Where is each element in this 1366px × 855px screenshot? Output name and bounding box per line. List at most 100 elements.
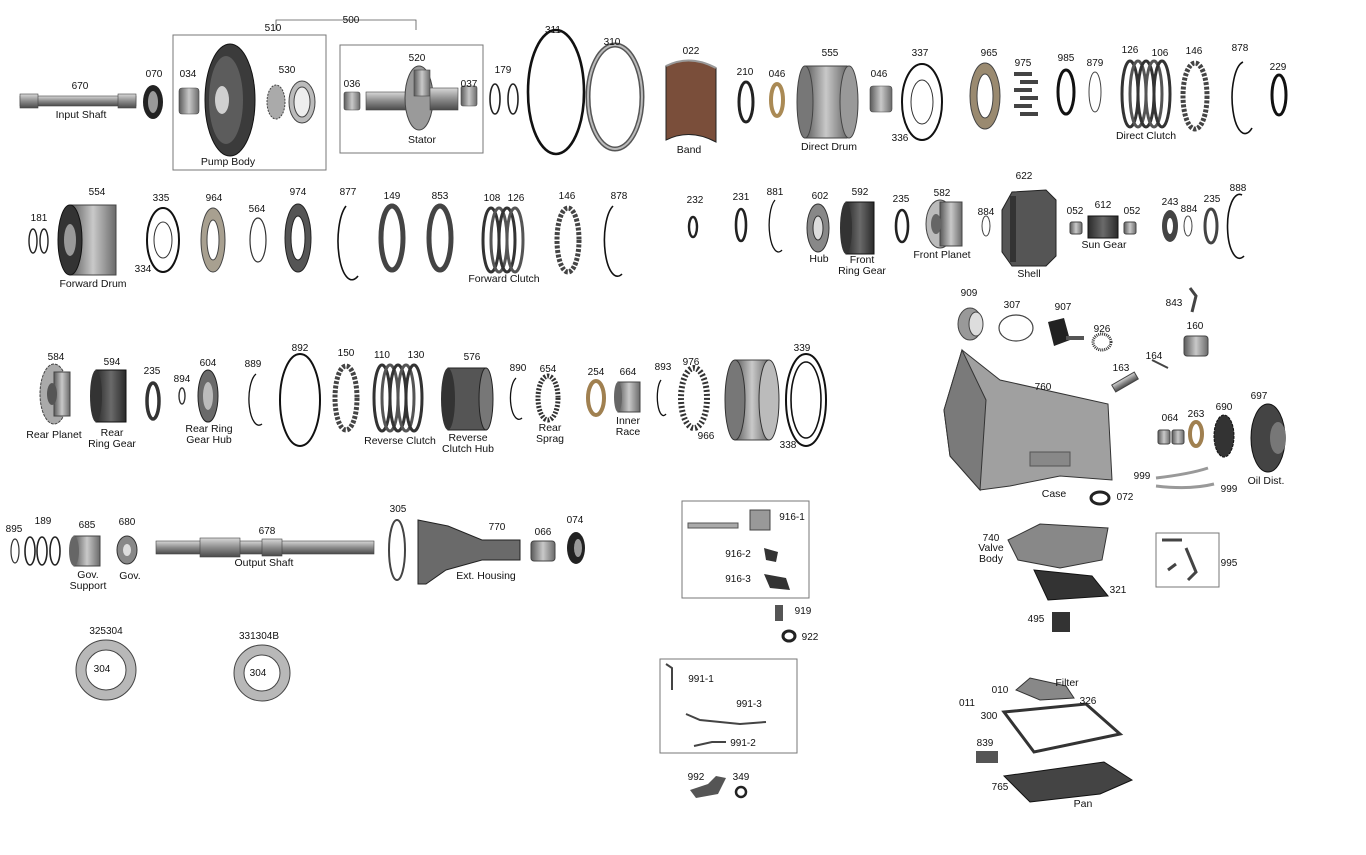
part-label-valve-body: Valve Body [978, 542, 1004, 565]
part-label-input-shaft: Input Shaft [55, 109, 107, 121]
plate-149 [378, 203, 406, 273]
part-label-rear-planet: Rear Planet [26, 429, 82, 441]
part-num-907: 907 [1054, 302, 1072, 313]
rings-189 [24, 536, 61, 566]
part-num-760: 760 [1034, 382, 1052, 393]
rear-sprag [535, 373, 561, 423]
snap-893 [656, 379, 667, 417]
part-num-564: 564 [248, 204, 266, 215]
part-label-forward-clutch: Forward Clutch [468, 273, 540, 285]
part-label-pan: Pan [1073, 798, 1093, 810]
part-num-878-a: 878 [1231, 43, 1249, 54]
part-num-916-2: 916-2 [725, 549, 751, 560]
ring-229 [1270, 73, 1288, 117]
gasket-305 [388, 519, 406, 581]
plate-150 [332, 363, 360, 433]
pump-frame [172, 34, 327, 171]
part-num-877: 877 [339, 187, 357, 198]
part-num-243: 243 [1161, 197, 1179, 208]
bushing-066 [530, 540, 556, 562]
part-num-576: 576 [463, 352, 481, 363]
drum-966 [724, 359, 780, 441]
part-label-case: Case [1041, 488, 1067, 500]
part-label-inner-race: Inner Race [615, 415, 641, 438]
bracket-500 [275, 19, 417, 30]
part-num-622: 622 [1015, 171, 1033, 182]
part-num-985: 985 [1057, 53, 1075, 64]
part-num-126-b: 126 [507, 193, 525, 204]
snap-564 [249, 217, 267, 263]
part-num-740: 740 [982, 533, 1000, 544]
part-num-064: 064 [1161, 413, 1179, 424]
snap-889 [248, 373, 263, 426]
part-991-1 [665, 663, 673, 690]
part-num-770: 770 [488, 522, 506, 533]
part-num-305: 305 [389, 504, 407, 515]
part-label-hub: Hub [809, 253, 829, 265]
part-num-110: 110 [374, 350, 390, 361]
frame-995 [1155, 532, 1220, 588]
reverse-clutch-hub [441, 367, 494, 431]
stator [365, 65, 459, 131]
rings-179 [489, 83, 519, 115]
part-num-964: 964 [205, 193, 223, 204]
part-label-reverse-clutch-hub: Reverse Clutch Hub [442, 432, 494, 455]
part-num-664: 664 [619, 367, 637, 378]
part-916-2 [764, 548, 778, 562]
seal-336 [910, 79, 934, 125]
bushing-052-a [1069, 221, 1083, 235]
part-num-999-a: 999 [1133, 471, 1151, 482]
part-num-520: 520 [408, 53, 426, 64]
part-num-037: 037 [460, 79, 478, 90]
gear-690 [1213, 414, 1235, 458]
part-num-108: 108 [483, 193, 501, 204]
part-num-926: 926 [1093, 324, 1111, 335]
washer-243 [1162, 210, 1178, 242]
part-num-331304b: 331304B [238, 631, 280, 642]
part-num-530: 530 [278, 65, 296, 76]
part-num-146-b: 146 [558, 191, 576, 202]
part-num-126-a: 126 [1121, 45, 1139, 56]
plate-853 [426, 203, 454, 273]
valve-body [1007, 523, 1109, 569]
part-num-189: 189 [34, 516, 52, 527]
spring-926 [1091, 332, 1113, 352]
part-num-995: 995 [1220, 558, 1238, 569]
part-num-210: 210 [736, 67, 754, 78]
part-num-999-b: 999 [1220, 484, 1238, 495]
part-num-892: 892 [291, 343, 309, 354]
plate-974 [284, 203, 312, 273]
gasket-307 [998, 314, 1034, 342]
gasket-310 [585, 42, 645, 152]
part-num-584: 584 [47, 352, 65, 363]
part-num-181: 181 [30, 213, 48, 224]
parts-995 [1162, 538, 1198, 582]
part-num-074: 074 [566, 515, 584, 526]
part-num-678: 678 [258, 526, 276, 537]
part-num-612: 612 [1094, 200, 1112, 211]
frame-991 [659, 658, 798, 754]
part-num-072: 072 [1116, 492, 1134, 503]
seal-922 [781, 629, 797, 643]
servo-909 [957, 307, 984, 341]
part-label-forward-drum: Forward Drum [59, 278, 127, 290]
part-label-pump-body: Pump Body [200, 156, 256, 168]
clip-843 [1188, 287, 1198, 313]
part-num-895: 895 [5, 524, 23, 535]
washer-254 [586, 379, 606, 417]
part-label-rear-ring-gear: Rear Ring Gear [88, 427, 136, 450]
part-label-ext-housing: Ext. Housing [456, 570, 516, 582]
stator-frame [339, 44, 484, 154]
part-num-052-b: 052 [1123, 206, 1141, 217]
part-num-992: 992 [687, 772, 705, 783]
part-num-884-a: 884 [977, 207, 995, 218]
part-num-160: 160 [1186, 321, 1204, 332]
part-num-070: 070 [145, 69, 163, 80]
governor [116, 535, 138, 565]
band-022 [665, 59, 717, 143]
part-916-3 [764, 574, 790, 590]
part-num-046-b: 046 [870, 69, 888, 80]
part-label-rear-ring-gear-hub: Rear Ring Gear Hub [185, 423, 233, 446]
reverse-clutch-pack [372, 363, 424, 433]
